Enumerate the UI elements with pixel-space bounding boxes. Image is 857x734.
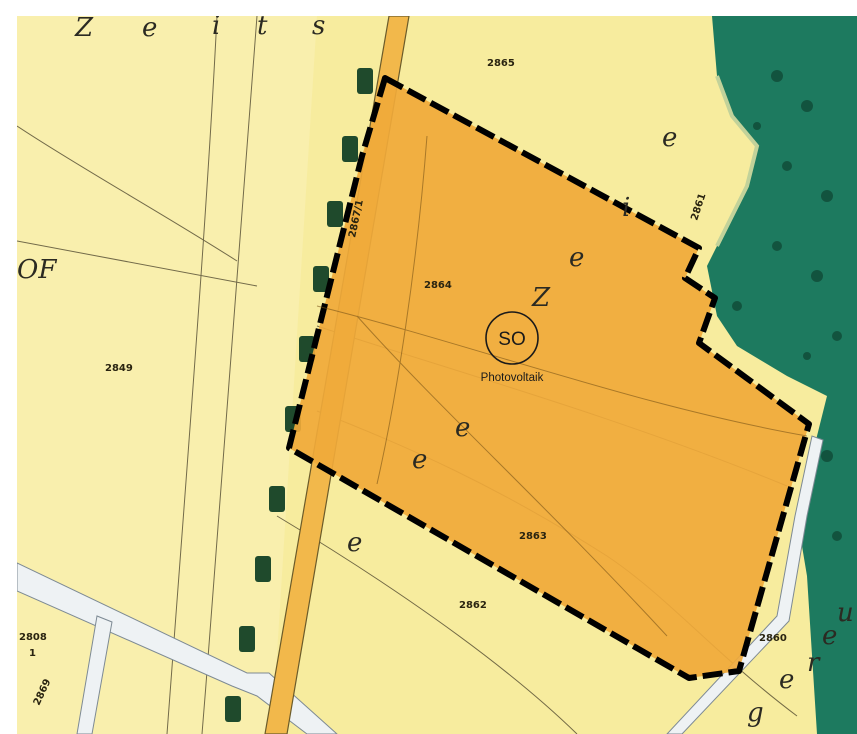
- parcel-2865: 2865: [487, 58, 515, 69]
- zone-letter-5: e: [455, 413, 470, 443]
- zone-internal-lines: [316, 135, 808, 637]
- zone-letter-6: e: [412, 445, 427, 475]
- right-letter-5: u: [837, 598, 854, 628]
- zone-letter-1: Z: [531, 283, 551, 313]
- right-letter-1: e: [822, 621, 837, 651]
- zone-letter-7: e: [347, 528, 362, 558]
- parcel-2849: 2849: [105, 363, 133, 374]
- parcel-labels: 2865 2864 2861 2849 2863 2862 2860 2808 …: [19, 58, 787, 707]
- area-name-right: e g e r u: [747, 598, 854, 728]
- parcel-2863: 2863: [519, 531, 547, 542]
- top-letter-3: i: [212, 16, 220, 41]
- forest-area: [707, 16, 857, 734]
- land-use-map[interactable]: Z e i t s Z e i e e e e e g e r u OF 286: [17, 16, 857, 734]
- zone-symbol[interactable]: SO Photovoltaik: [481, 311, 544, 384]
- field-left: [17, 16, 317, 734]
- path-road-2: [76, 615, 113, 734]
- zone-letter-2: e: [569, 243, 584, 273]
- top-letter-4: t: [257, 16, 268, 41]
- parcel-2808-1: 1: [29, 648, 36, 659]
- parcel-2808: 2808: [19, 632, 47, 643]
- path-road-east: [666, 435, 824, 734]
- path-road: [17, 562, 338, 734]
- parcel-2864: 2864: [424, 280, 452, 291]
- photovoltaik-zone[interactable]: [286, 75, 812, 681]
- parcel-2860: 2860: [759, 633, 787, 644]
- zone-symbol-circle: [485, 311, 539, 365]
- zone-letter-3: i: [622, 193, 630, 223]
- tree-row: [225, 68, 373, 722]
- top-letter-2: e: [142, 16, 157, 43]
- top-letter-5: s: [312, 16, 325, 41]
- forest-edge: [715, 75, 760, 247]
- zone-code: SO: [498, 329, 525, 350]
- left-place-name: OF: [17, 255, 57, 285]
- parcel-2862: 2862: [459, 600, 487, 611]
- right-letter-4: r: [807, 648, 821, 678]
- area-name-top: Z e i t s: [74, 16, 325, 43]
- zone-label: Photovoltaik: [481, 372, 544, 384]
- forest-tree-symbols: [732, 70, 842, 541]
- map-frame: Z e i t s Z e i e e e e e g e r u OF 286: [17, 16, 857, 734]
- area-name-zone: Z e i e e e e: [347, 123, 677, 558]
- right-letter-3: e: [779, 665, 794, 695]
- top-letter-1: Z: [74, 16, 94, 43]
- zone-letter-4: e: [662, 123, 677, 153]
- right-letter-2: g: [747, 698, 764, 728]
